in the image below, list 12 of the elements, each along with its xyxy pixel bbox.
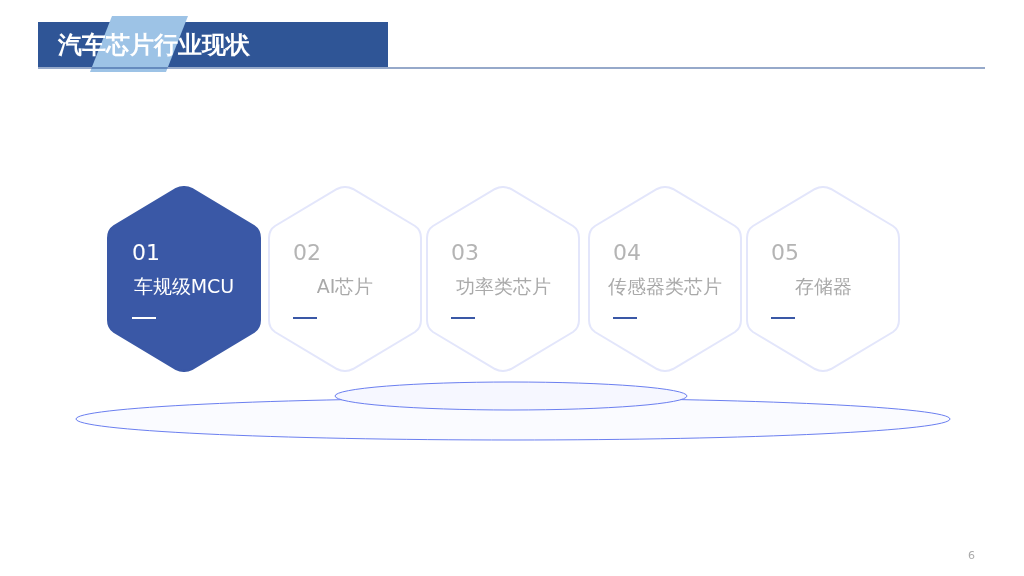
step-label: 传感器类芯片 bbox=[607, 274, 723, 299]
page-title: 汽车芯片行业现状 bbox=[58, 30, 250, 61]
step-number: 05 bbox=[771, 240, 799, 265]
page-number: 6 bbox=[968, 549, 975, 562]
step-number: 02 bbox=[293, 240, 321, 265]
step-label: 存储器 bbox=[793, 274, 853, 299]
step-number: 04 bbox=[613, 240, 641, 265]
step-label: 功率类芯片 bbox=[454, 274, 552, 299]
step-label: AI芯片 bbox=[315, 274, 375, 299]
step-number: 01 bbox=[132, 240, 160, 265]
step-label: 车规级MCU bbox=[132, 274, 236, 299]
step-number: 03 bbox=[451, 240, 479, 265]
